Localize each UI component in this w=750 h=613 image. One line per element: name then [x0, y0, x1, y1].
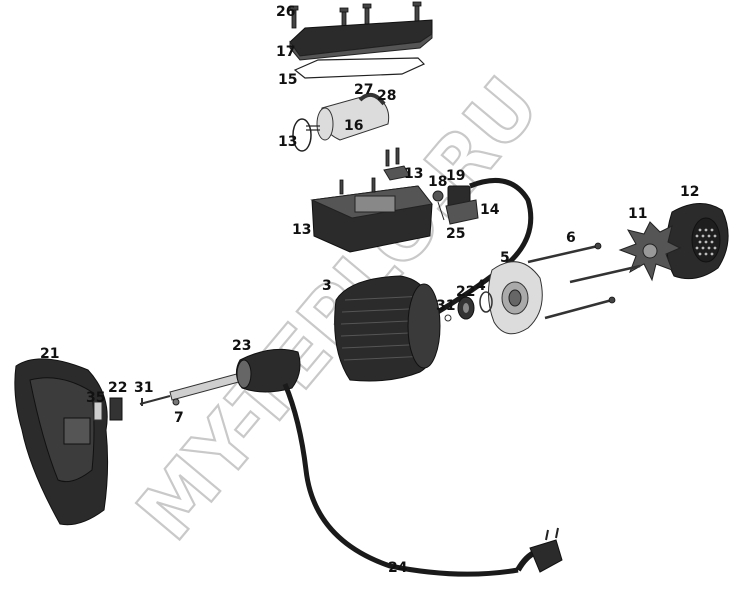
label-13-bracket: 13	[404, 166, 423, 182]
part-4-spring-washer	[479, 291, 493, 313]
label-21: 21	[40, 346, 59, 362]
label-12: 12	[680, 184, 699, 200]
part-31-ring-rear	[444, 314, 452, 322]
label-25: 25	[446, 226, 465, 242]
label-24: 24	[388, 560, 408, 576]
part-15-gasket	[293, 57, 426, 79]
part-24-power-cable	[282, 383, 563, 577]
label-14: 14	[480, 202, 500, 218]
label-16: 16	[344, 118, 363, 134]
part-22-bearing-front	[109, 397, 123, 421]
label-19: 19	[446, 168, 465, 184]
label-5: 5	[500, 250, 510, 266]
part-11-fan	[618, 221, 682, 282]
label-18: 18	[428, 174, 447, 190]
label-7: 7	[174, 410, 184, 426]
label-3: 3	[322, 278, 332, 294]
part-23-rotor	[236, 348, 301, 393]
label-17: 17	[276, 44, 295, 60]
label-13-terminal-box: 13	[292, 222, 311, 238]
part-21-housing	[14, 358, 109, 526]
label-27: 27	[354, 82, 373, 98]
part-7-key	[172, 398, 180, 406]
label-6: 6	[566, 230, 576, 246]
part-13-o-ring	[292, 118, 312, 152]
label-13-o-ring: 13	[278, 134, 297, 150]
label-11: 11	[628, 206, 647, 222]
label-28: 28	[377, 88, 396, 104]
part-17-cover	[289, 19, 433, 61]
part-27-clamp	[358, 92, 386, 106]
part-12-fan-cover	[665, 203, 729, 280]
label-31-front: 31	[134, 380, 153, 396]
label-31-rear: 31	[436, 298, 455, 314]
label-15: 15	[278, 72, 297, 88]
part-13-terminal-box	[310, 177, 433, 253]
label-26: 26	[276, 4, 295, 20]
label-35: 35	[86, 390, 105, 406]
part-13-bracket	[383, 147, 411, 181]
part-3-motor-housing	[334, 275, 441, 382]
label-22-front: 22	[108, 380, 127, 396]
part-35-washer	[93, 401, 103, 421]
label-22-rear: 22	[456, 284, 475, 300]
part-22-bearing-rear	[457, 296, 475, 320]
label-23: 23	[232, 338, 251, 354]
part-19-switch	[432, 185, 479, 225]
part-6-bolts	[527, 242, 641, 320]
part-5-end-shield	[488, 261, 543, 335]
label-4: 4	[476, 278, 486, 294]
